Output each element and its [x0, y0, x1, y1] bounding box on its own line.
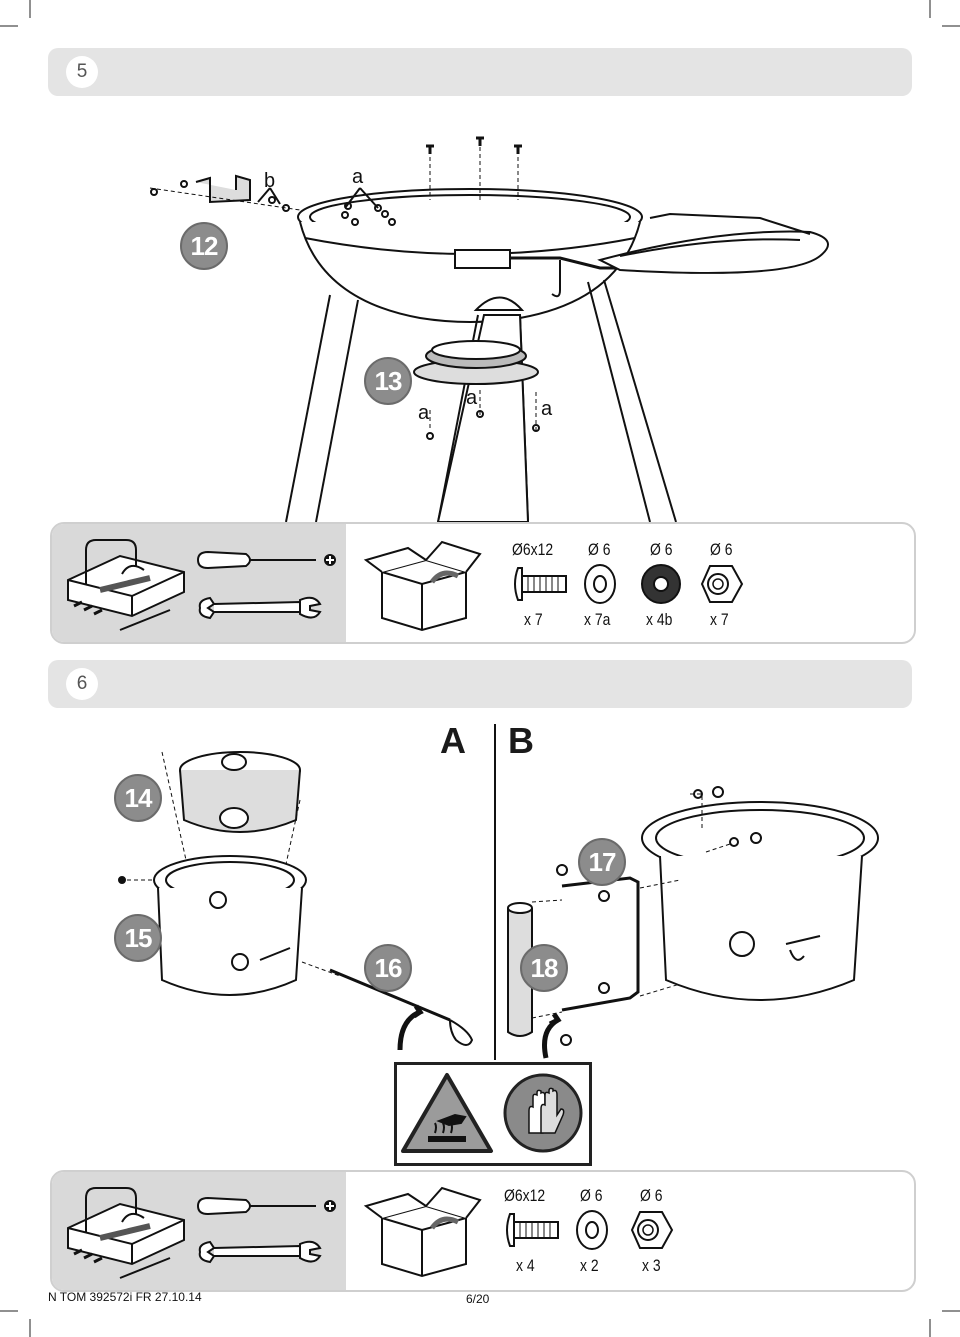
bolt-icon: [514, 567, 567, 601]
thick-washer-icon: [641, 564, 681, 604]
callout-a-middle: a: [466, 387, 478, 409]
hw-nut-size: Ø 6: [710, 540, 733, 559]
section-a-label: A: [440, 720, 466, 761]
hw-bolt-size: Ø6x12: [504, 1186, 546, 1205]
section-a-illustration: [118, 751, 474, 1051]
hex-nut-icon: [700, 565, 744, 603]
hw-washer-size: Ø 6: [580, 1186, 603, 1205]
hw-thick-washer-size: Ø 6: [650, 540, 673, 559]
hw-bolt-qty: x 7: [524, 610, 543, 629]
part-badge-18: 18: [520, 944, 568, 992]
wrench-icon: [198, 596, 322, 620]
box-icon: [363, 1186, 482, 1278]
step-6-header: 6: [48, 660, 912, 708]
section-b-label: B: [508, 720, 534, 761]
screwdriver-icon: [196, 1196, 336, 1216]
hw-washer-qty: x 2: [580, 1256, 599, 1275]
callout-a-top: a: [352, 166, 364, 188]
toolbox-icon: [67, 539, 185, 631]
hw-bolt-qty: x 4: [516, 1256, 535, 1275]
callout-a-right: a: [541, 398, 553, 420]
part-badge-17: 17: [578, 838, 626, 886]
hex-nut-icon: [630, 1211, 674, 1249]
toolbox-icon: [67, 1187, 185, 1279]
safety-warning-box: [394, 1062, 592, 1166]
part-badge-16: 16: [364, 944, 412, 992]
hw-bolt-size: Ø6x12: [512, 540, 554, 559]
step-5-header: 5: [48, 48, 912, 96]
part-badge-13: 13: [364, 357, 412, 405]
screwdriver-icon: [196, 550, 336, 570]
section-divider: [494, 724, 496, 1060]
hw-nut-qty: x 3: [642, 1256, 661, 1275]
callout-a-left: a: [418, 402, 430, 424]
part-badge-15: 15: [114, 914, 162, 962]
step-5-tools-panel: Ø6x12 x 7 Ø 6 x 7a Ø 6 x 4b Ø 6 x 7: [50, 522, 916, 644]
flat-washer-icon: [576, 1210, 608, 1250]
section-b-illustration: [507, 786, 879, 1059]
document-reference: N TOM 392572i FR 27.10.14: [48, 1290, 202, 1304]
step-number: 6: [66, 668, 98, 700]
hot-surface-warning-icon: [401, 1073, 493, 1153]
tools-area: [52, 1172, 346, 1290]
hw-thick-washer-qty: x 4b: [646, 610, 673, 629]
hw-washer-qty: x 7a: [584, 610, 611, 629]
page-number: 6/20: [466, 1292, 490, 1306]
hw-washer-size: Ø 6: [588, 540, 611, 559]
step-number: 5: [66, 56, 98, 88]
callout-b: b: [264, 170, 276, 192]
hw-nut-size: Ø 6: [640, 1186, 663, 1205]
box-icon: [363, 540, 482, 632]
part-badge-14: 14: [114, 774, 162, 822]
step-6-tools-panel: Ø6x12 x 4 Ø 6 x 2 Ø 6 x 3: [50, 1170, 916, 1292]
gloves-icon: [503, 1073, 583, 1153]
grill-assembly-illustration: [149, 136, 829, 523]
part-badge-12: 12: [180, 222, 228, 270]
wrench-icon: [198, 1240, 322, 1264]
hw-nut-qty: x 7: [710, 610, 729, 629]
bolt-icon: [506, 1213, 559, 1247]
flat-washer-icon: [584, 564, 616, 604]
tools-area: [52, 524, 346, 642]
